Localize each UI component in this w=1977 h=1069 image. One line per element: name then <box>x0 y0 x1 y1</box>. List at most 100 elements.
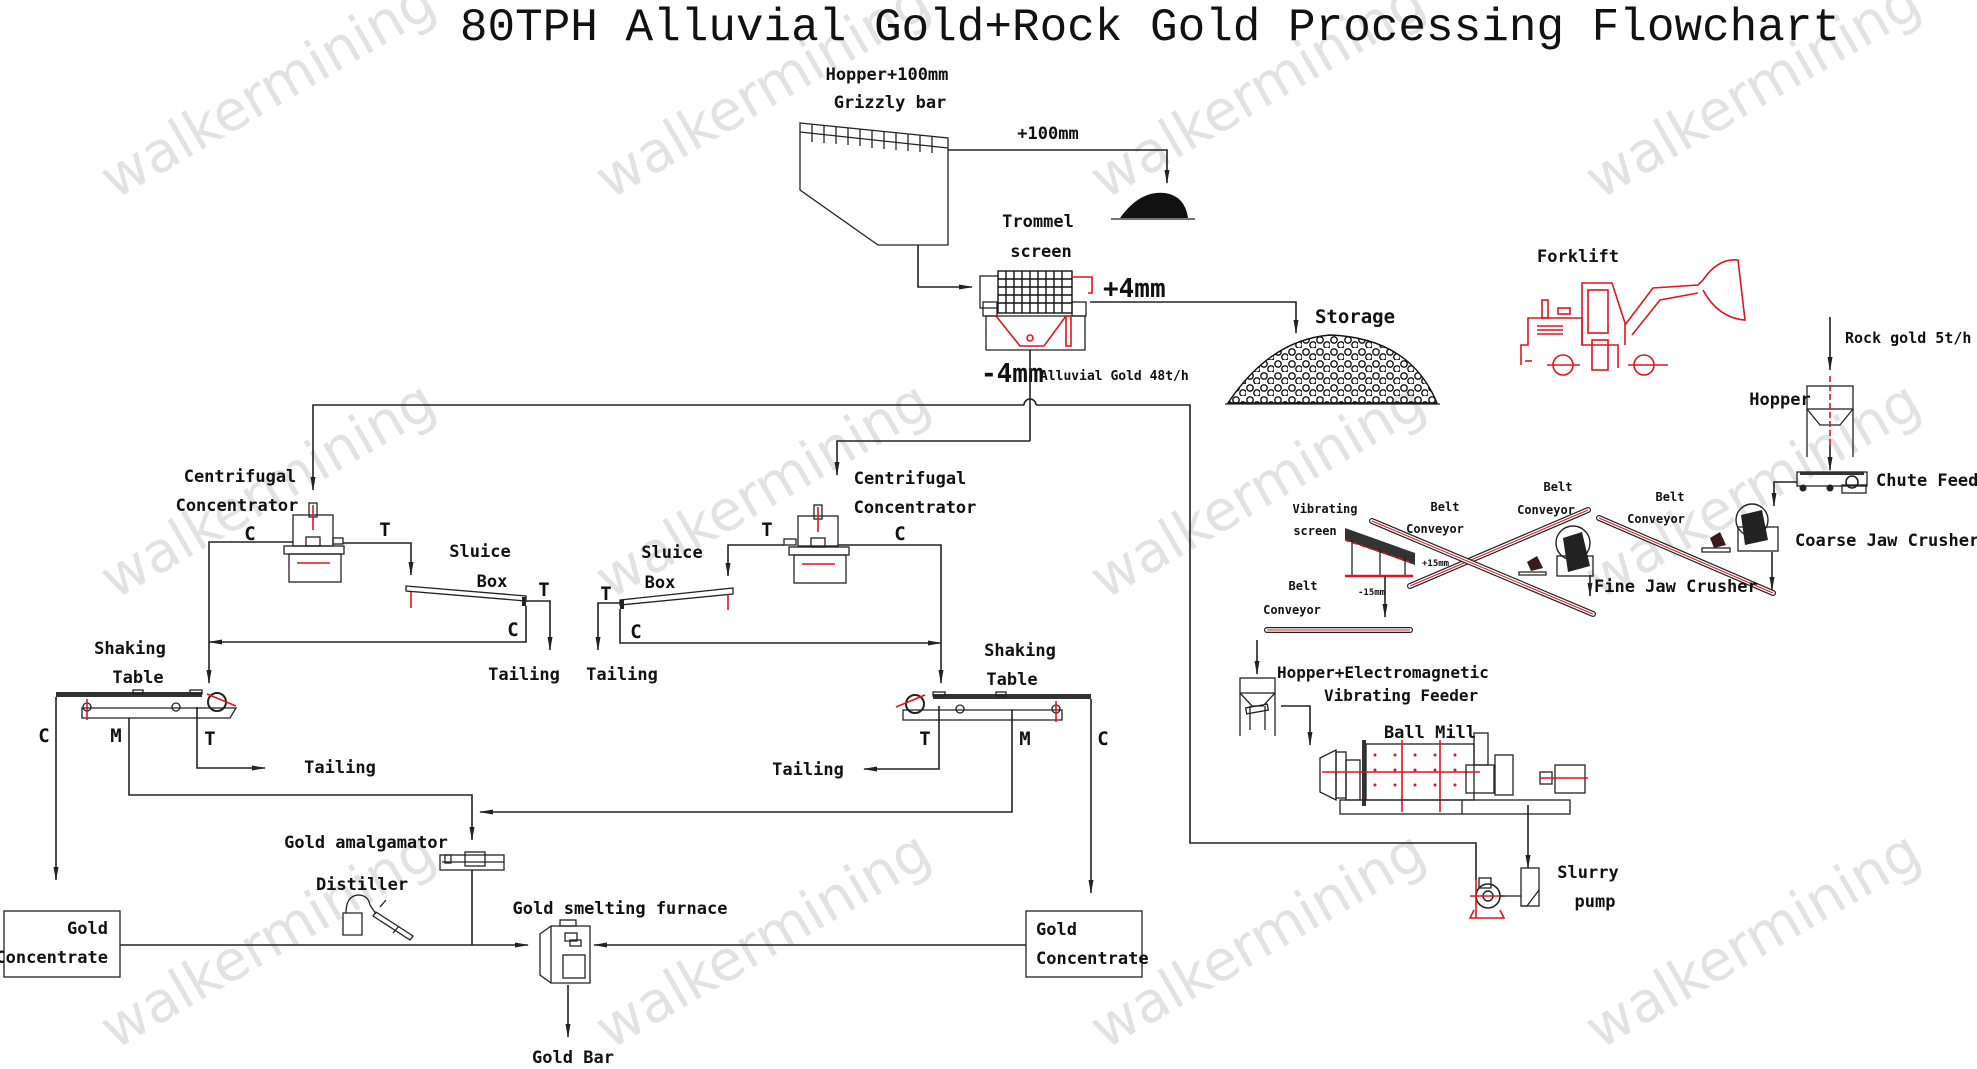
distiller-label: Distiller <box>316 875 408 895</box>
belt-conveyor-2 <box>1407 507 1591 589</box>
right-sluice-concentrate-line <box>619 609 942 646</box>
right-sluice-label: Sluice <box>641 543 702 563</box>
oversize-to-storage-line <box>1090 301 1299 334</box>
vibrating-screen-label-2: screen <box>1293 524 1336 538</box>
watermark: walkermining <box>90 818 447 1062</box>
left-table-label: Table <box>112 668 163 688</box>
vibrating-screen <box>1344 528 1415 578</box>
gold-bar-label: Gold Bar <box>532 1048 614 1068</box>
electromagnetic-vibrating-feeder <box>1239 677 1276 736</box>
feed-to-left-centrifugal-line <box>310 404 1024 491</box>
left-sluice-c-mark: C <box>507 619 518 641</box>
coarse-jaw-label: Coarse Jaw Crusher <box>1795 531 1977 551</box>
ball-mill-label: Ball Mill <box>1384 723 1476 743</box>
belt-conveyor-2-label-2: Conveyor <box>1517 503 1575 517</box>
furnace-label: Gold smelting furnace <box>513 899 728 919</box>
left-sluice-tail-line <box>526 600 553 651</box>
right-shaking-table <box>895 691 1091 722</box>
belt-conveyor-3 <box>1596 515 1776 596</box>
right-gold-concentrate-box <box>1025 910 1143 978</box>
hopper-label: Hopper+100mm <box>826 65 949 85</box>
amalgamator-label: Gold amalgamator <box>284 833 448 853</box>
right-sluice-t-mark: T <box>600 583 611 605</box>
feeder-label-2: Vibrating Feeder <box>1324 686 1478 705</box>
slurry-return-line <box>1036 404 1477 880</box>
left-sluice-label: Sluice <box>449 542 510 562</box>
right-table-tail-line <box>863 706 940 772</box>
belt-conveyor-4-label: Belt <box>1289 579 1318 593</box>
watermark: walkermining <box>1575 818 1932 1062</box>
right-centrifugal-tail-line <box>725 544 784 577</box>
right-centrifugal-c-mark: C <box>894 523 905 545</box>
rock-feed-rate-label: Rock gold 5t/h <box>1845 329 1971 347</box>
left-concentrator-label: Concentrator <box>176 496 299 516</box>
watermark: walkermining <box>1080 818 1437 1062</box>
right-table-c-mark: C <box>1097 728 1108 750</box>
left-sluice-tailing-label: Tailing <box>488 665 560 685</box>
chute-feeder-label: Chute Feeder <box>1876 471 1977 491</box>
storage-pile <box>1226 334 1439 404</box>
screen-undersize-label: -15mm <box>1358 588 1386 598</box>
vibrating-screen-label: Vibrating <box>1292 502 1357 516</box>
right-centrifugal-label: Centrifugal <box>854 469 967 489</box>
line-crossover <box>1023 398 1037 406</box>
left-sluice-box-label: Box <box>477 572 508 592</box>
left-centrifugal-tail-line <box>343 542 414 576</box>
trommel-screen-label: screen <box>1010 242 1071 262</box>
right-shaking-label: Shaking <box>984 641 1056 661</box>
left-centrifugal-concentrate-line <box>206 541 293 684</box>
belt-conveyor-4-label-2: Conveyor <box>1263 603 1321 617</box>
gold-smelting-furnace <box>539 919 591 984</box>
left-table-m-mark: M <box>110 725 121 747</box>
rock-hopper <box>1806 376 1854 471</box>
right-table-tailing-label: Tailing <box>772 760 844 780</box>
grizzly-bar-label: Grizzly bar <box>834 93 947 113</box>
fine-jaw-crusher <box>1518 525 1594 577</box>
left-sluice-t-mark: T <box>538 579 549 601</box>
rock-hopper-label: Hopper <box>1749 390 1810 410</box>
trommel-screen <box>979 270 1093 351</box>
chute-feeder <box>1796 471 1868 494</box>
left-centrifugal-t-mark: T <box>379 519 390 541</box>
coarse-jaw-crusher <box>1701 503 1779 553</box>
left-shaking-label: Shaking <box>94 639 166 659</box>
belt-conveyor-1 <box>1369 518 1596 617</box>
right-gold-label: Gold <box>1036 920 1077 940</box>
alluvial-feed-rate-label: Alluvial Gold 48t/h <box>1040 369 1189 384</box>
ball-mill <box>1319 732 1588 815</box>
storage-label: Storage <box>1315 306 1395 328</box>
right-centrifugal-concentrate-line <box>838 544 944 684</box>
watermark: walkermining <box>585 818 942 1062</box>
left-table-middling-line <box>128 718 475 841</box>
right-concentrator-label: Concentrator <box>854 498 977 518</box>
belt-conveyor-3-label: Belt <box>1656 490 1685 504</box>
hopper-grizzly-bar <box>799 122 949 246</box>
right-concentrate-label: Concentrate <box>1036 949 1149 969</box>
slurry-pump-label-2: pump <box>1575 892 1616 912</box>
left-centrifugal-c-mark: C <box>244 523 255 545</box>
minus-4mm-label: -4mm <box>981 359 1044 389</box>
page-title: 80TPH Alluvial Gold+Rock Gold Processing… <box>460 2 1840 54</box>
belt-conveyor-1-label: Belt <box>1431 500 1460 514</box>
left-table-t-mark: T <box>204 728 215 750</box>
left-gold-concentrate-box <box>3 910 121 978</box>
watermarks: walkermining walkermining walkermining w… <box>90 0 1932 1062</box>
feeder-label: Hopper+Electromagnetic <box>1277 663 1489 682</box>
oversize-flow-line <box>948 149 1170 184</box>
left-sluice-box <box>405 585 527 608</box>
screen-oversize-label: +15mm <box>1422 559 1450 569</box>
belt-conveyor-1-label-2: Conveyor <box>1406 522 1464 536</box>
left-shaking-table <box>56 689 238 720</box>
trommel-label: Trommel <box>1002 212 1074 232</box>
left-table-c-mark: C <box>38 725 49 747</box>
plus-4mm-label: +4mm <box>1103 274 1166 304</box>
left-sluice-concentrate-line <box>208 606 527 645</box>
right-table-t-mark: T <box>919 728 930 750</box>
right-sluice-c-mark: C <box>630 621 641 643</box>
slurry-pump-label: Slurry <box>1557 863 1618 883</box>
hopper-to-trommel-line <box>917 245 973 290</box>
belt-conveyor-2-label: Belt <box>1544 480 1573 494</box>
right-sluice-tailing-label: Tailing <box>586 665 658 685</box>
right-table-m-mark: M <box>1019 728 1030 750</box>
